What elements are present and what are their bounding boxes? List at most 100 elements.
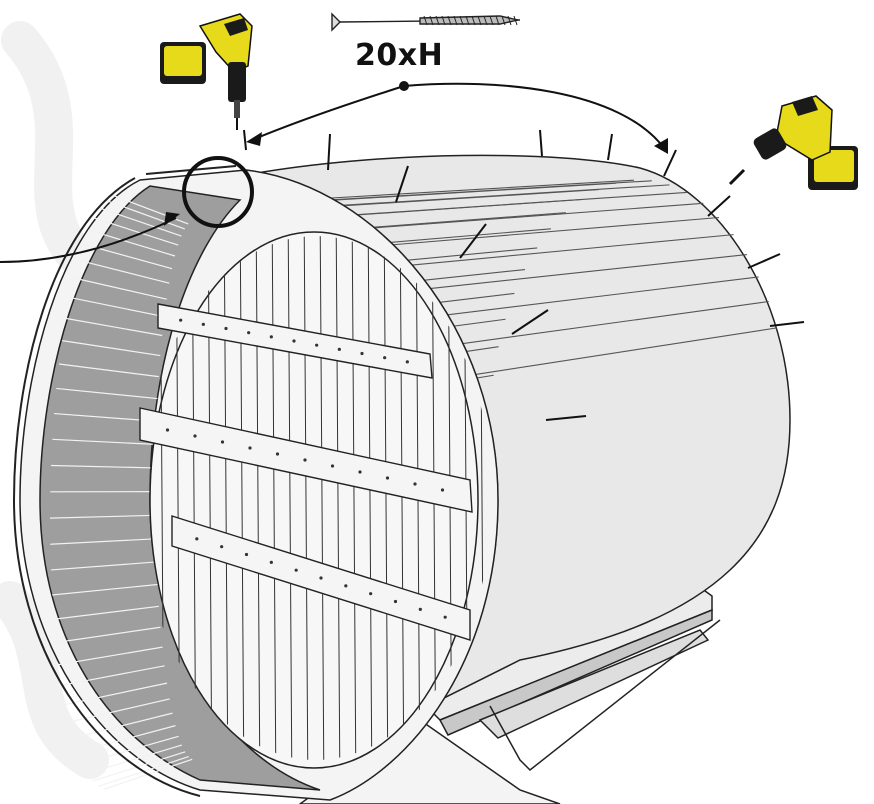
batten-screw-dot [248,446,252,450]
batten-screw-dot [393,599,398,604]
interior-stave-line [50,561,157,571]
interior-stave-line [87,744,183,774]
screw-marker [511,309,549,335]
batten-screw-dot [244,552,249,557]
interior-stave-line [69,296,165,318]
interior-stave-line [82,735,179,765]
shell-stave-line [455,327,777,378]
interior-stave-line [55,626,161,644]
batten-screw-dot [292,339,296,343]
screw-thread [441,15,446,26]
interior-stave-line [92,751,186,782]
interior-stave-line [50,538,156,545]
interior-stave-line [49,514,156,519]
batten-screw-dot [344,584,348,588]
detail-callout-circle [182,156,254,228]
batten-screw-dot [220,440,225,444]
screw-marker [243,129,247,151]
back-board-seam [399,236,405,760]
batten-screw-dot [315,343,319,347]
screw-marker [327,133,331,171]
shell-stave-line [390,216,720,246]
back-board-seam [335,236,341,760]
batten-screw-dot [195,537,199,541]
batten-screw-dot [440,488,445,492]
back-board-seam [383,236,389,760]
screw-marker [539,129,543,157]
back-board-seam [271,236,277,760]
batten-screw-dot [269,335,273,339]
back-board-seam [351,236,357,760]
screw-thread [459,15,464,26]
batten-screw-dot [319,576,323,580]
batten-screw-dot [369,592,373,596]
screw-marker [607,133,613,161]
interior-stave-line [58,363,159,378]
batten-screw-dot [358,470,362,474]
screw-marker [545,415,587,421]
screw-thread [471,15,476,26]
cordless-drill-icon-right [728,95,858,190]
batten-screw-dot [383,356,387,360]
screw-thread [507,15,512,26]
batten-screw-dot [294,568,298,572]
shell-stave-line [446,300,769,347]
interior-stave-line [53,605,159,620]
batten-screw-dot [179,318,183,322]
screw-marker [395,165,409,203]
screw-thread [477,15,482,26]
interior-stave-line [54,412,157,422]
batten-screw-dot [269,560,273,564]
screw-thread [423,15,428,26]
screw-thread [483,15,488,26]
screw-marker [663,149,677,177]
interior-stave-line [61,665,165,686]
screw-thread [453,15,458,26]
batten-screw-dot [360,351,364,356]
back-board-seam [239,236,245,760]
screw-thread [429,15,434,26]
batten-screw-dot [220,545,224,549]
interior-stave-line [88,229,176,257]
batten-screw-dot [165,428,170,432]
back-board-seam [303,236,309,760]
shell-stave-line [406,234,734,267]
shell-stave-line [421,253,747,291]
callout-arrows [0,82,665,263]
screw-thread [495,15,500,26]
interior-stave-line [62,340,161,357]
screw-thread [513,15,518,26]
batten-screw-dot [193,434,197,438]
interior-stave-line [98,207,182,237]
interior-stave-line [93,217,179,246]
back-panel [139,231,485,769]
back-board-seam [255,236,261,760]
screw-thread [465,15,470,26]
screw-thread [501,15,506,26]
screw-marker [747,253,781,269]
back-board-seam [287,236,293,760]
back-board-seam [223,236,229,760]
screw-thread [489,15,494,26]
screw-marker [459,223,487,259]
quantity-label: 20xH [355,38,444,73]
shell-stave-line [313,180,652,202]
shell-stave-line [333,184,670,207]
batten-screw-dot [418,607,422,611]
interior-stave-line [77,725,176,753]
screw-marker [769,321,805,327]
interior-stave-line [56,387,158,400]
batten-screw-dot [303,458,307,462]
back-board-seam [319,236,325,760]
interior-stave-line [73,277,167,300]
shell-stave-line [435,276,759,317]
cordless-drill-icon [160,13,253,130]
shell-stave-line [372,202,704,229]
screw-thread [435,15,440,26]
interior-stave-line [73,712,173,739]
batten-screw-dot [405,360,409,364]
interior-stave-line [78,259,170,284]
batten-screw-dot [443,615,447,619]
interior-stave-line [52,583,158,596]
